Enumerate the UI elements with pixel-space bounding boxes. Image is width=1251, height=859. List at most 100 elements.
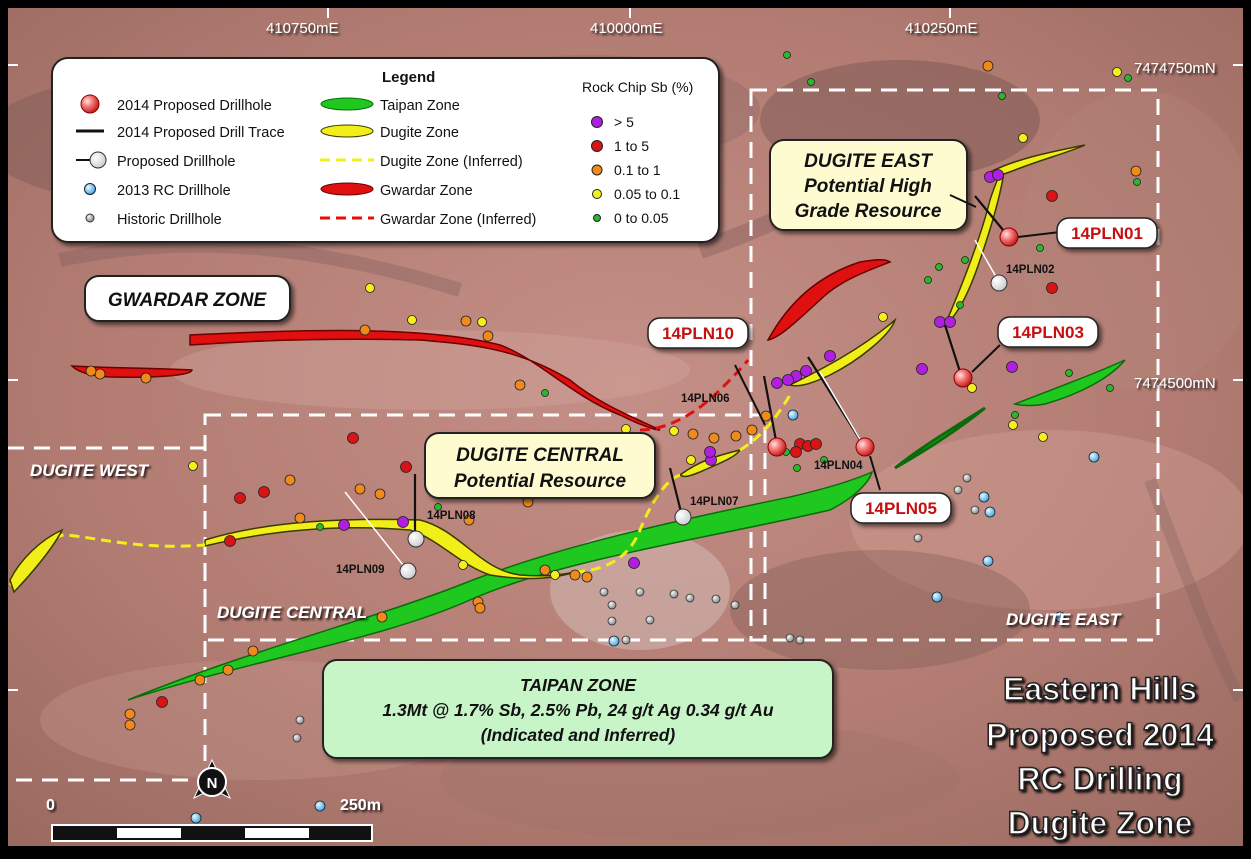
legend-drill-3: 2013 RC Drillhole [117, 183, 231, 199]
proposed-hole-labels: 14PLN01 14PLN03 14PLN05 14PLN10 [647, 217, 1158, 524]
taipan-zone [127, 359, 1126, 701]
label-14pln05: 14PLN05 [865, 499, 937, 518]
legend-zone-2: Dugite Zone (Inferred) [380, 154, 523, 170]
title-line-1: Eastern Hills [1003, 671, 1197, 707]
drillhole-14pln09 [399, 562, 417, 580]
legend-sb-1-5-icon [591, 140, 603, 152]
label-14pln06: 14PLN06 [681, 393, 730, 405]
rc-2013-drillholes [190, 409, 1100, 824]
label-14pln01: 14PLN01 [1071, 224, 1143, 243]
legend-rock-0: > 5 [614, 114, 634, 130]
legend-proposed-white-icon [76, 151, 107, 169]
area-dugite-east: DUGITE EAST [1006, 610, 1122, 629]
drillhole-14pln04 [855, 437, 875, 457]
dugite-east-outline [749, 88, 1160, 642]
label-14pln09: 14PLN09 [336, 564, 385, 576]
coord-e1: 410750mE [266, 20, 339, 37]
legend-zone-1: Dugite Zone [380, 125, 459, 141]
grid-ticks [8, 8, 1243, 691]
legend-sb-01-1-icon [591, 164, 603, 176]
gwardar-callout: GWARDAR ZONE [84, 275, 291, 322]
dugite-central-callout: DUGITE CENTRAL Potential Resource [424, 432, 656, 499]
legend-rock-2: 0.1 to 1 [614, 162, 661, 178]
taipan-grade: 1.3Mt @ 1.7% Sb, 2.5% Pb, 24 g/t Ag 0.34… [382, 700, 773, 720]
legend-rc-drillhole-icon [84, 183, 96, 195]
legend-rock-1: 1 to 5 [614, 138, 649, 154]
label-14pln08: 14PLN08 [427, 510, 476, 522]
drillhole-14pln01 [999, 227, 1019, 247]
drill-traces-white [344, 239, 1000, 571]
sb-1-5-samples [156, 190, 1058, 708]
dugite-inferred-trace-3 [739, 394, 792, 452]
dugite-central-title: DUGITE CENTRAL [456, 445, 624, 466]
scale-zero: 0 [46, 797, 55, 814]
area-dugite-central: DUGITE CENTRAL [217, 603, 367, 622]
label-leaders [734, 231, 1061, 491]
legend-rock-3: 0.05 to 0.1 [614, 186, 680, 202]
dugite-east-line3: Grade Resource [795, 201, 942, 222]
label-14pln04: 14PLN04 [814, 460, 863, 472]
coord-n2: 7474500mN [1134, 375, 1216, 392]
small-hole-labels: 14PLN02 14PLN04 14PLN06 14PLN07 14PLN08 … [336, 264, 1055, 576]
north-arrow: N [192, 758, 232, 800]
dugite-central-line2: Potential Resource [454, 471, 627, 492]
dugite-inferred-trace-2 [574, 473, 681, 574]
label-14pln03: 14PLN03 [1012, 323, 1084, 342]
title-line-4: Dugite Zone [1008, 805, 1193, 841]
legend-rock-4: 0 to 0.05 [614, 210, 669, 226]
legend-historic-drillhole-icon [85, 213, 95, 223]
label-14pln10: 14PLN10 [662, 324, 734, 343]
drillhole-14pln02 [990, 274, 1008, 292]
drillhole-14pln06 [767, 437, 787, 457]
label-14pln07: 14PLN07 [690, 496, 739, 508]
proposed-drillholes-white[interactable] [399, 274, 1008, 580]
coord-n1: 7474750mN [1134, 60, 1216, 77]
legend-sb-005-01-icon [592, 189, 602, 199]
gwardar-zone [70, 258, 892, 431]
taipan-classification: (Indicated and Inferred) [481, 725, 676, 745]
coord-e3: 410250mE [905, 20, 978, 37]
legend-zone-4: Gwardar Zone (Inferred) [380, 212, 536, 228]
coordinate-labels: 410750mE 410000mE 410250mE 7474750mN 747… [266, 20, 1216, 392]
legend-drill-4: Historic Drillhole [117, 212, 222, 228]
scale-bar: 0 250m [46, 797, 381, 842]
coord-e2: 410000mE [590, 20, 663, 37]
drillhole-14pln08 [407, 530, 425, 548]
legend-drill-1: 2014 Proposed Drill Trace [117, 125, 285, 141]
drillhole-14pln07 [674, 508, 692, 526]
taipan-title: TAIPAN ZONE [520, 675, 637, 695]
zone-outlines [8, 88, 1160, 782]
sb-0-1-1-samples [85, 60, 1142, 731]
title-line-3: RC Drilling [1017, 761, 1182, 797]
legend-proposed-drillhole-icon [80, 94, 100, 114]
legend-drill-2: Proposed Drillhole [117, 154, 235, 170]
dugite-east-title: DUGITE EAST [804, 151, 933, 172]
label-14pln02: 14PLN02 [1006, 264, 1055, 276]
dugite-east-callout-leader [949, 194, 977, 208]
legend-zone-0: Taipan Zone [380, 98, 460, 114]
legend-title: Legend [382, 69, 435, 86]
historic-drillholes [292, 473, 980, 743]
legend-sb-0-005-icon [593, 214, 601, 222]
north-label: N [207, 775, 218, 792]
drillhole-14pln03 [953, 368, 973, 388]
map-title: Eastern Hills Proposed 2014 RC Drilling … [985, 670, 1214, 842]
legend: Legend Rock Chip Sb (%) 2014 Proposed Dr… [51, 57, 720, 243]
proposed-2014-drillholes[interactable] [767, 227, 1019, 457]
sb-gt-5-samples [338, 169, 1018, 569]
title-line-2: Proposed 2014 [986, 717, 1214, 753]
gwardar-label: GWARDAR ZONE [108, 290, 268, 311]
legend-drill-0: 2014 Proposed Drillhole [117, 98, 272, 114]
dugite-west-lens [9, 528, 64, 594]
scale-end: 250m [340, 797, 381, 814]
rock-chip-title: Rock Chip Sb (%) [582, 79, 693, 95]
legend-zone-3: Gwardar Zone [380, 183, 473, 199]
area-labels: DUGITE WEST DUGITE CENTRAL DUGITE EAST [30, 461, 1122, 629]
area-dugite-west: DUGITE WEST [30, 461, 150, 480]
gwardar-inferred-trace [639, 359, 750, 432]
dugite-west-outline [8, 446, 207, 782]
legend-sb-gt5-icon [591, 116, 603, 128]
